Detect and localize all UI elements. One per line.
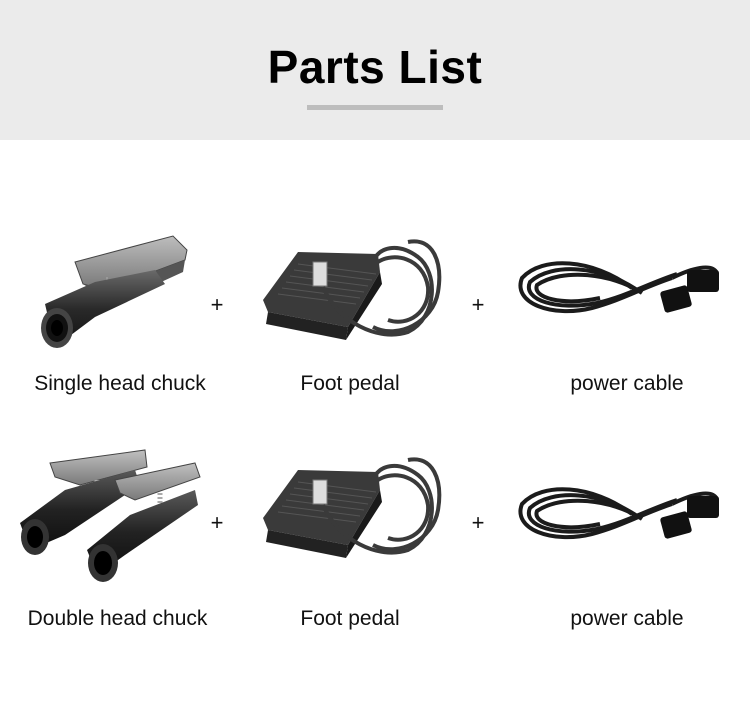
double-chuck-icon — [15, 445, 205, 585]
item-label: power cable — [570, 372, 684, 395]
plus-separator: + — [471, 510, 485, 535]
title-underline — [307, 105, 443, 110]
header-band: Parts List — [0, 0, 750, 140]
item-label: power cable — [570, 607, 684, 630]
single-chuck-icon — [35, 232, 195, 357]
power-cable-icon — [512, 474, 732, 554]
power-cable-icon — [512, 248, 732, 328]
plus-separator: + — [210, 292, 224, 317]
plus-separator: + — [210, 510, 224, 535]
item-label: Foot pedal — [300, 372, 400, 395]
foot-pedal-icon — [258, 232, 448, 352]
item-label: Foot pedal — [300, 607, 400, 630]
item-label: Double head chuck — [27, 607, 208, 630]
page-title: Parts List — [267, 41, 483, 93]
item-label: Single head chuck — [34, 372, 206, 395]
foot-pedal-icon — [258, 450, 448, 570]
plus-separator: + — [471, 292, 485, 317]
